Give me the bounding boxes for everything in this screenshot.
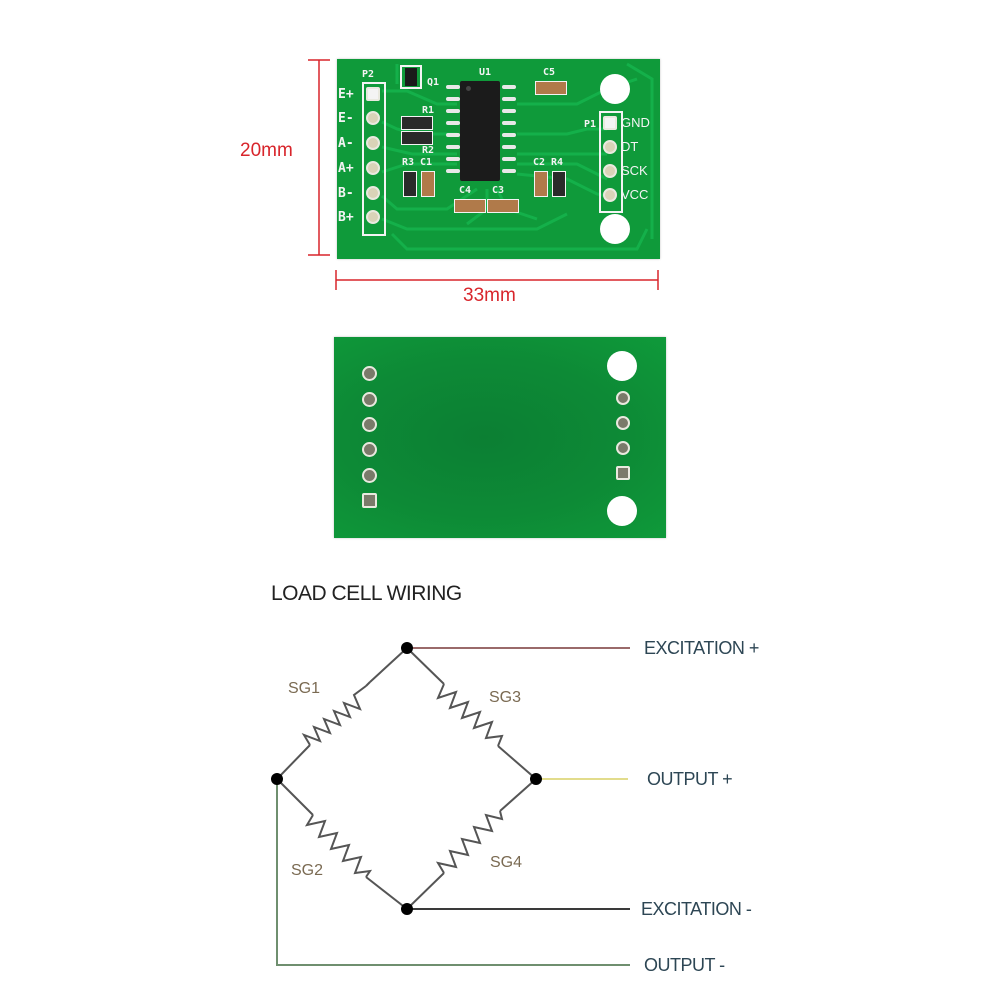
hx711-board-top: P2 E+ E- A- A+ B- B+ Q1 U1 R1 R2 R3 C1 bbox=[337, 59, 660, 259]
bottom-left-pad-3 bbox=[362, 417, 377, 432]
p2-pin-label-a-minus: A- bbox=[338, 136, 354, 151]
r2-resistor bbox=[401, 131, 433, 145]
bottom-right-pad-2 bbox=[616, 416, 630, 430]
u1-ic-pins bbox=[446, 85, 516, 173]
c5-ref-label: C5 bbox=[543, 67, 556, 78]
u1-pin1-dot bbox=[466, 86, 471, 91]
p1-pin-2-pad bbox=[603, 140, 617, 154]
p1-pin-label-vcc: VCC bbox=[621, 187, 649, 202]
node-top bbox=[401, 642, 413, 654]
bottom-left-pad-5 bbox=[362, 468, 377, 483]
bottom-mounting-hole-bottom bbox=[607, 496, 637, 526]
p2-ref-label: P2 bbox=[362, 69, 375, 80]
sg1-label: SG1 bbox=[288, 680, 321, 697]
p2-pin-6-pad bbox=[366, 210, 380, 224]
p2-pin-3-pad bbox=[366, 136, 380, 150]
u1-ic-chip bbox=[460, 81, 500, 181]
bottom-left-pad-4 bbox=[362, 442, 377, 457]
sg2-label: SG2 bbox=[291, 862, 324, 879]
r4-ref-label: R4 bbox=[551, 157, 564, 168]
p1-connector-outline bbox=[599, 111, 623, 213]
bottom-left-pad-1 bbox=[362, 366, 377, 381]
u1-ref-label: U1 bbox=[479, 67, 492, 78]
q1-ref-label: Q1 bbox=[427, 77, 440, 88]
mounting-hole-top bbox=[600, 74, 630, 104]
p1-pin-label-dt: DT bbox=[621, 139, 639, 154]
p2-pin-2-pad bbox=[366, 111, 380, 125]
excitation-plus-label: EXCITATION + bbox=[644, 638, 759, 658]
output-minus-wire bbox=[276, 779, 630, 966]
sg2-resistor bbox=[276, 778, 408, 910]
r1-resistor bbox=[401, 116, 433, 130]
bottom-right-pad-square bbox=[616, 466, 630, 480]
output-plus-label: OUTPUT + bbox=[647, 769, 733, 789]
p2-pin-4-pad bbox=[366, 161, 380, 175]
node-bottom bbox=[401, 903, 413, 915]
c2-capacitor bbox=[534, 171, 548, 197]
c5-capacitor bbox=[535, 81, 567, 95]
hx711-board-bottom bbox=[334, 337, 666, 538]
c4-capacitor bbox=[454, 199, 486, 213]
p2-pin-label-b-plus: B+ bbox=[338, 210, 354, 225]
p1-pin-4-pad bbox=[603, 188, 617, 202]
c4-ref-label: C4 bbox=[459, 185, 472, 196]
height-dimension-line bbox=[308, 59, 330, 256]
p1-pin-1-pad bbox=[603, 116, 617, 130]
width-dimension-label: 33mm bbox=[463, 285, 516, 306]
c3-capacitor bbox=[487, 199, 519, 213]
c1-capacitor bbox=[421, 171, 435, 197]
mounting-hole-bottom bbox=[600, 214, 630, 244]
p1-pin-label-sck: SCK bbox=[621, 163, 648, 178]
width-dimension-line bbox=[335, 270, 659, 290]
p1-pin-label-gnd: GND bbox=[621, 115, 650, 130]
output-minus-label: OUTPUT - bbox=[644, 955, 725, 975]
bottom-left-pad-square bbox=[362, 493, 377, 508]
p2-pin-label-e-minus: E- bbox=[338, 111, 354, 126]
node-left bbox=[271, 773, 283, 785]
r2-ref-label: R2 bbox=[422, 145, 435, 156]
wiring-diagram-title: LOAD CELL WIRING bbox=[271, 582, 462, 605]
p1-ref-label: P1 bbox=[584, 119, 597, 130]
p2-pin-label-a-plus: A+ bbox=[338, 161, 354, 176]
bottom-right-pad-1 bbox=[616, 391, 630, 405]
bottom-mounting-hole-top bbox=[607, 351, 637, 381]
r1-ref-label: R1 bbox=[422, 105, 435, 116]
bottom-left-pad-2 bbox=[362, 392, 377, 407]
c1-ref-label: C1 bbox=[420, 157, 433, 168]
sg4-resistor bbox=[406, 778, 537, 910]
r3-ref-label: R3 bbox=[402, 157, 415, 168]
sg3-label: SG3 bbox=[489, 689, 522, 706]
p2-connector-outline bbox=[362, 82, 386, 236]
r4-resistor bbox=[552, 171, 566, 197]
q1-outline bbox=[400, 65, 422, 89]
node-right bbox=[530, 773, 542, 785]
q1-transistor bbox=[405, 68, 417, 86]
sg3-resistor bbox=[406, 647, 537, 780]
bottom-right-pad-3 bbox=[616, 441, 630, 455]
excitation-minus-label: EXCITATION - bbox=[641, 899, 752, 919]
p1-pin-3-pad bbox=[603, 164, 617, 178]
height-dimension-label: 20mm bbox=[240, 140, 293, 161]
sg1-resistor bbox=[276, 647, 408, 780]
p2-pin-1-pad bbox=[366, 87, 380, 101]
c2-ref-label: C2 bbox=[533, 157, 546, 168]
c3-ref-label: C3 bbox=[492, 185, 505, 196]
sg4-label: SG4 bbox=[490, 854, 523, 871]
r3-resistor bbox=[403, 171, 417, 197]
p2-pin-label-b-minus: B- bbox=[338, 186, 354, 201]
p2-pin-label-e-plus: E+ bbox=[338, 87, 354, 102]
p2-pin-5-pad bbox=[366, 186, 380, 200]
